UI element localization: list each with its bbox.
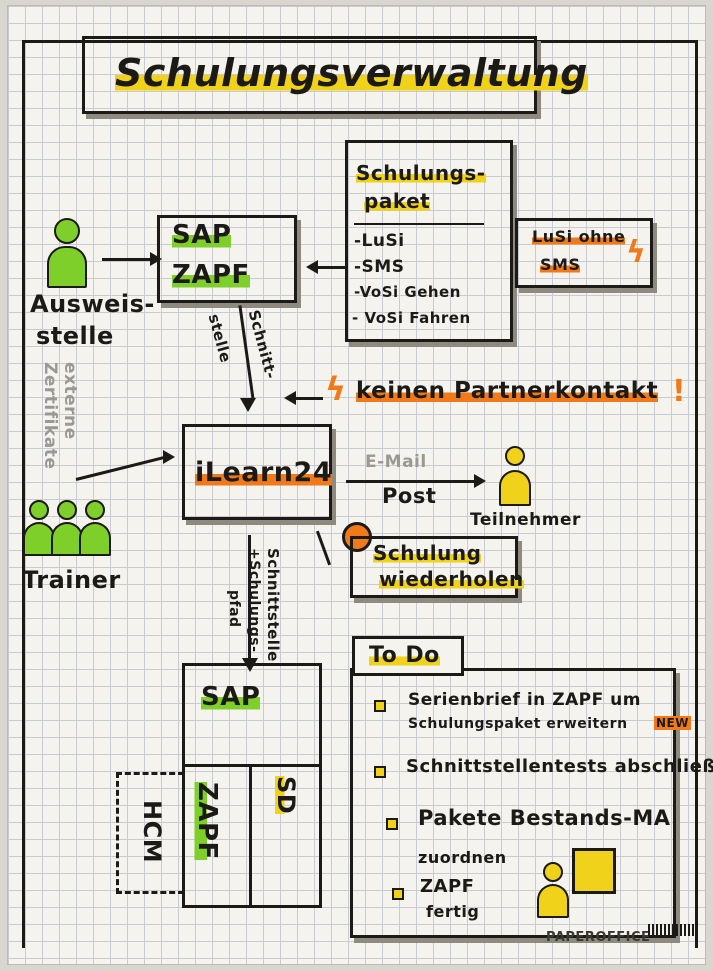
schulungspaket-box: Schulungs- paket -LuSi -SMS -VoSi Gehen … (345, 140, 513, 342)
sap-bottom-vdivider (249, 764, 252, 908)
arrowhead-left-icon (306, 260, 318, 274)
outer-frame (22, 40, 698, 948)
todo-panel (350, 668, 676, 938)
sap-bottom-divider (185, 764, 319, 767)
brand-logo: PAPEROFFICE (546, 930, 651, 945)
paket-title-2: paket (364, 189, 431, 213)
todo-new-tag: NEW (654, 716, 691, 730)
hcm-dashed-box (116, 772, 184, 894)
title-box: Schulungsverwaltung (82, 36, 588, 114)
presenter-person-icon (536, 862, 569, 918)
todo-item-4-line2: fertig (426, 902, 480, 921)
ilearn-box: iLearn24 (182, 424, 333, 520)
warning-exclamation: ! (672, 374, 687, 409)
lusi-note-box: LuSi ohne SMS ϟ (515, 218, 653, 288)
trainer-person-icon-2 (50, 500, 83, 556)
post-label: Post (382, 484, 437, 508)
arrow-paket-to-sap (318, 266, 346, 269)
page-title: Schulungsverwaltung (115, 51, 588, 95)
zapf-bottom-label: ZAPF (192, 782, 222, 860)
arrowhead-warning-icon (284, 391, 296, 405)
zapf-label: ZAPF (172, 260, 250, 290)
sap-bottom-label: SAP (201, 682, 261, 712)
arrow-to-sap (102, 258, 152, 261)
todo-item-3-line1: Pakete Bestands-MA (418, 806, 671, 830)
paket-divider (354, 223, 484, 225)
sap-bottom-box: SAP (182, 663, 322, 908)
arrow-ilearn-to-sapbottom (248, 535, 251, 660)
trainer-label: Trainer (22, 566, 121, 594)
barcode-icon (648, 924, 698, 936)
arrow-ilearn-to-teilnehmer (346, 480, 476, 483)
paket-item-3: -VoSi Gehen (354, 283, 461, 301)
todo-item-3-line2: zuordnen (418, 848, 507, 867)
lusi-note-2: SMS (540, 255, 581, 274)
lusi-lightning-icon: ϟ (626, 235, 647, 270)
todo-item-1-line1: Serienbrief in ZAPF um (408, 690, 641, 710)
todo-checkbox-2[interactable] (374, 766, 386, 778)
todo-checkbox-1[interactable] (374, 700, 386, 712)
arrowhead-teilnehmer-icon (474, 474, 486, 488)
trainer-person-icon-3 (78, 500, 111, 556)
paket-item-1: -LuSi (354, 231, 405, 251)
ilearn-label: iLearn24 (195, 457, 333, 488)
todo-title-box: To Do (352, 636, 464, 676)
externe-note-2: Zertifikate (40, 362, 60, 470)
todo-checkbox-4[interactable] (392, 888, 404, 900)
sd-label: SD (272, 776, 300, 815)
todo-checkbox-3[interactable] (386, 818, 398, 830)
sap-label: SAP (172, 220, 232, 250)
todo-item-2: Schnittstellentests abschließen (406, 756, 713, 777)
wiederholen-label-1: Schulung (373, 541, 482, 565)
todo-item-1-line2: Schulungspaket erweitern (408, 716, 628, 732)
warning-lightning-icon: ϟ (325, 370, 347, 408)
externe-note-1: externe (60, 362, 80, 440)
wiederholen-box: Schulung wiederholen (350, 536, 524, 598)
wiederholen-label-2: wiederholen (379, 567, 524, 591)
arrowhead-trainer-icon (163, 450, 175, 464)
arrow-warning (295, 397, 323, 400)
todo-title: To Do (369, 643, 440, 668)
todo-item-4-line1: ZAPF (420, 876, 475, 897)
paket-title-1: Schulungs- (356, 161, 486, 185)
hcm-label: HCM (138, 800, 166, 864)
paket-item-2: -SMS (354, 257, 405, 277)
teilnehmer-label: Teilnehmer (470, 510, 581, 530)
arrowhead-down-icon (240, 398, 256, 412)
warning-text: keinen Partnerkontakt (356, 378, 659, 404)
presenter-board-icon (572, 848, 616, 894)
schnittstelle-label-2a: Schnittstelle (264, 548, 282, 662)
lusi-note-1: LuSi ohne (532, 227, 626, 246)
teilnehmer-person-icon (498, 446, 531, 506)
email-label: E-Mail (365, 452, 427, 472)
ausweisstelle-label-2: stelle (36, 322, 114, 350)
ausweisstelle-person-icon (45, 218, 87, 288)
ausweisstelle-label-1: Ausweis- (30, 290, 155, 318)
sap-zapf-box: SAP ZAPF (157, 215, 297, 303)
schnittstelle-label-2c: pfad (226, 590, 242, 628)
paket-item-4: - VoSi Fahren (352, 309, 471, 327)
trainer-person-icon-1 (22, 500, 55, 556)
